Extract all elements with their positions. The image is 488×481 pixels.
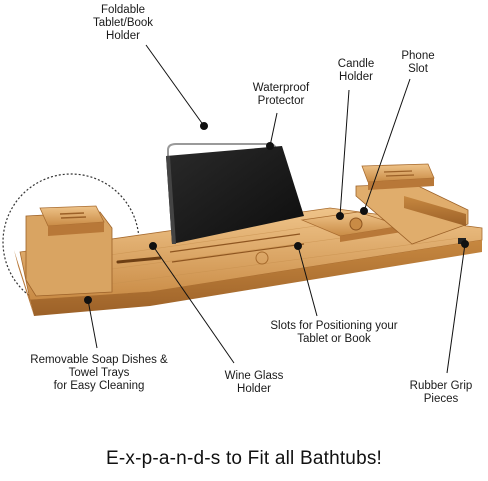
label-slots: Slots for Positioning your Tablet or Boo… <box>254 320 414 346</box>
leader-lines <box>84 44 469 374</box>
label-line: Holder <box>237 383 271 395</box>
label-phone-slot: Phone Slot <box>388 50 448 76</box>
label-soap-dishes: Removable Soap Dishes & Towel Trays for … <box>20 354 178 393</box>
label-line: Slot <box>408 63 428 75</box>
tablet-holder <box>166 143 304 244</box>
label-line: Holder <box>339 71 373 83</box>
tagline: E-x-p-a-n-d-s to Fit all Bathtubs! <box>105 448 383 469</box>
label-line: Foldable <box>100 4 146 16</box>
label-line: Protector <box>257 95 305 107</box>
tray-logo <box>255 251 269 265</box>
label-line: Tablet/Book <box>92 17 154 29</box>
label-candle-holder: Candle Holder <box>318 58 394 84</box>
label-tablet-holder: Foldable Tablet/Book Holder <box>78 4 168 43</box>
tablet-slots <box>169 233 305 263</box>
label-line: Towel Trays <box>68 367 130 379</box>
rubber-grip <box>458 238 466 244</box>
label-line: Pieces <box>423 393 459 405</box>
label-line: Removable Soap Dishes & <box>30 354 168 366</box>
label-waterproof: Waterproof Protector <box>236 82 326 108</box>
label-line: Wine Glass <box>224 370 284 382</box>
label-line: Candle <box>337 58 375 70</box>
wine-glass-slot <box>116 256 162 264</box>
tray-left-end <box>14 250 34 316</box>
label-line: for Easy Cleaning <box>53 380 145 392</box>
label-line: Rubber Grip <box>409 380 473 392</box>
tray-side <box>30 240 482 316</box>
label-rubber-grip: Rubber Grip Pieces <box>400 380 482 406</box>
label-line: Waterproof <box>252 82 310 94</box>
label-line: Slots for Positioning your <box>270 320 398 332</box>
label-line: Holder <box>106 30 140 42</box>
label-wine-glass: Wine Glass Holder <box>214 370 294 396</box>
right-accessories <box>300 163 469 245</box>
left-soap-dish <box>25 205 113 297</box>
label-line: Tablet or Book <box>297 333 371 345</box>
label-line: Phone <box>401 50 435 62</box>
